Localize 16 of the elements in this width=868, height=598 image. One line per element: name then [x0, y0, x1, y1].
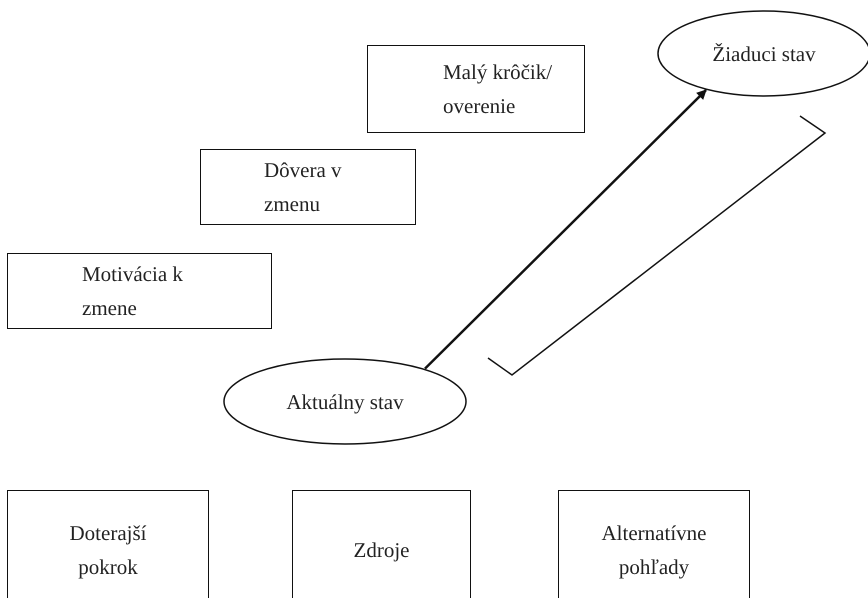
node-label: Žiaduci stav	[712, 40, 816, 68]
node-label: Dôvera v zmenu	[264, 157, 343, 218]
node-label: Doterajší pokrok	[68, 520, 148, 581]
text-box	[7, 253, 272, 329]
node-label: Aktuálny stav	[286, 388, 404, 416]
arrow	[424, 89, 707, 370]
text-box	[200, 149, 416, 225]
text-box	[7, 490, 209, 598]
text-box	[367, 45, 585, 133]
node-label: Alternatívne pohľady	[600, 520, 708, 581]
node-label: Motivácia k zmene	[82, 261, 184, 322]
ellipse-node	[223, 358, 467, 445]
node-label: Malý krôčik/ overenie	[443, 59, 554, 120]
node-label: Zdroje	[354, 537, 410, 564]
text-box	[558, 490, 750, 598]
text-box	[292, 490, 471, 598]
